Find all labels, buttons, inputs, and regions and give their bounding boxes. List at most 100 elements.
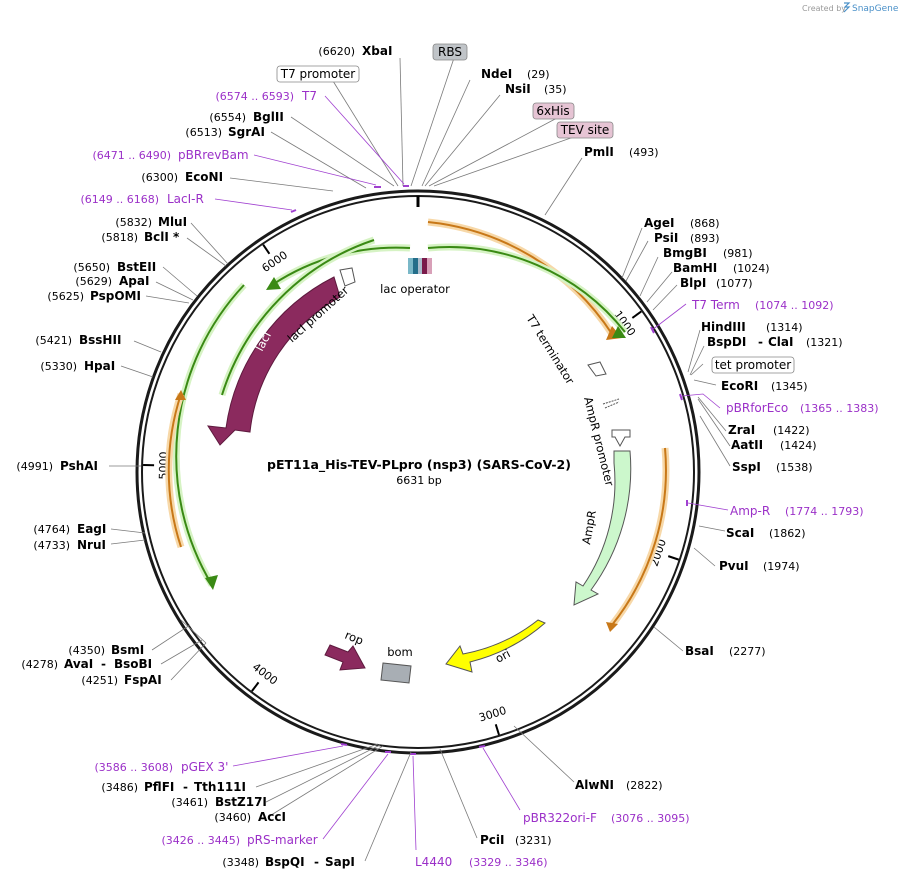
site-blpi-pos: (1077) bbox=[716, 277, 753, 290]
primer-pgex3[interactable]: (3586 .. 3608) pGEX 3' bbox=[94, 760, 228, 774]
site-pcii[interactable]: PciI (3231) bbox=[480, 833, 552, 847]
site-nrui[interactable]: (4733) NruI bbox=[33, 538, 106, 552]
site-sapi-name: SapI bbox=[325, 855, 355, 869]
plasmid-name: pET11a_His-TEV-PLpro (nsp3) (SARS-CoV-2) bbox=[267, 457, 571, 473]
site-bmgbi-pos: (981) bbox=[723, 247, 753, 260]
feature-ampr-promoter-marks bbox=[602, 398, 620, 409]
site-pmli[interactable]: PmlI (493) bbox=[584, 145, 659, 159]
site-eagi[interactable]: (4764) EagI bbox=[33, 522, 106, 536]
site-agei[interactable]: AgeI (868) bbox=[644, 216, 720, 230]
site-zrai-name: ZraI bbox=[728, 423, 755, 437]
box-6xhis[interactable]: 6xHis bbox=[532, 102, 575, 120]
site-sgrai-name: SgrAI bbox=[228, 125, 265, 139]
primer-pbr322ori[interactable]: pBR322ori-F (3076 .. 3095) bbox=[523, 811, 690, 825]
box-tev-site[interactable]: TEV site bbox=[556, 121, 614, 139]
site-bstz17i[interactable]: (3461) BstZ17I bbox=[171, 795, 266, 809]
site-hpai[interactable]: (5330) HpaI bbox=[40, 359, 115, 373]
site-hindiii-name: HindIII bbox=[701, 320, 746, 334]
primer-pgex3-name: pGEX 3' bbox=[181, 760, 228, 774]
feature-laci-promoter-arrow bbox=[339, 267, 356, 287]
primer-t7-pos: (6574 .. 6593) bbox=[215, 90, 294, 103]
site-pvui[interactable]: PvuI (1974) bbox=[719, 559, 800, 573]
site-pmli-pos: (493) bbox=[629, 146, 659, 159]
site-ndei[interactable]: NdeI (29) bbox=[481, 67, 550, 81]
site-nsii[interactable]: NsiI (35) bbox=[505, 82, 567, 96]
feature-t7-terminator-label: T7 terminator bbox=[523, 311, 577, 387]
primer-lacir-pos: (6149 .. 6168) bbox=[80, 193, 159, 206]
primer-pbrforeco[interactable]: pBRforEco (1365 .. 1383) bbox=[726, 401, 879, 415]
primer-pbrrevbam[interactable]: (6471 .. 6490) pBRrevBam bbox=[92, 148, 248, 162]
tick-mark-3000 bbox=[494, 723, 500, 736]
site-fspai[interactable]: (4251) FspAI bbox=[81, 673, 161, 687]
site-alwni-pos: (2822) bbox=[626, 779, 663, 792]
primer-t7term-name: T7 Term bbox=[691, 298, 740, 312]
primer-l4440-pos: (3329 .. 3346) bbox=[469, 856, 548, 869]
primer-t7term[interactable]: T7 Term (1074 .. 1092) bbox=[691, 298, 834, 312]
primer-lacir[interactable]: (6149 .. 6168) LacI-R bbox=[80, 192, 203, 206]
site-hpai-pos: (5330) bbox=[40, 360, 77, 373]
site-ecori[interactable]: EcoRI (1345) bbox=[721, 379, 808, 393]
primer-lacir-name: LacI-R bbox=[167, 192, 204, 206]
site-xbai[interactable]: (6620) XbaI bbox=[318, 44, 392, 58]
orf-his-tev-plpro bbox=[427, 218, 615, 336]
site-econi[interactable]: (6300) EcoNI bbox=[141, 170, 223, 184]
primer-ampr[interactable]: Amp-R (1774 .. 1793) bbox=[730, 504, 864, 518]
site-bglii-name: BglII bbox=[253, 110, 284, 124]
site-pspomi-name: PspOMI bbox=[90, 289, 141, 303]
site-separator: - bbox=[101, 657, 106, 671]
primer-t7[interactable]: (6574 .. 6593) T7 bbox=[215, 89, 317, 103]
site-leaders bbox=[109, 54, 731, 862]
site-mlui[interactable]: (5832) MluI bbox=[115, 215, 187, 229]
site-pflfi-pos: (3486) bbox=[101, 781, 138, 794]
site-bcli[interactable]: (5818) BclI * bbox=[101, 230, 180, 244]
site-bsai[interactable]: BsaI (2277) bbox=[685, 644, 766, 658]
primer-labels: (6574 .. 6593) T7 (6471 .. 6490) pBRrevB… bbox=[80, 89, 878, 869]
feature-laci[interactable]: lacI bbox=[207, 276, 341, 446]
site-bsshii[interactable]: (5421) BssHII bbox=[35, 333, 121, 347]
site-avai-bsobi[interactable]: (4278) AvaI - BsoBI bbox=[21, 657, 152, 671]
site-bamhi[interactable]: BamHI (1024) bbox=[673, 261, 770, 275]
site-sgrai[interactable]: (6513) SgrAI bbox=[185, 125, 264, 139]
box-tet-promoter[interactable]: tet promoter bbox=[711, 356, 795, 374]
site-pvui-pos: (1974) bbox=[763, 560, 800, 573]
site-acci[interactable]: (3460) AccI bbox=[214, 810, 286, 824]
tick-label-6000: 6000 bbox=[259, 248, 289, 275]
site-bspqi-pos: (3348) bbox=[222, 856, 259, 869]
site-bstz17i-pos: (3461) bbox=[171, 796, 208, 809]
site-scai[interactable]: ScaI (1862) bbox=[726, 526, 806, 540]
site-pshai[interactable]: (4991) PshAI bbox=[16, 459, 98, 473]
site-bglii[interactable]: (6554) BglII bbox=[209, 110, 283, 124]
feature-ori[interactable]: ori bbox=[445, 619, 546, 673]
site-bspdi-clai[interactable]: BspDI - ClaI (1321) bbox=[707, 335, 843, 349]
box-t7-promoter[interactable]: T7 promoter bbox=[276, 65, 360, 83]
primer-prsmarker[interactable]: (3426 .. 3445) pRS-marker bbox=[161, 833, 317, 847]
site-apai[interactable]: (5629) ApaI bbox=[75, 274, 149, 288]
feature-ampr-label: AmpR bbox=[579, 509, 599, 545]
primer-leaders bbox=[214, 95, 729, 851]
site-bsmi[interactable]: (4350) BsmI bbox=[68, 643, 144, 657]
site-blpi[interactable]: BlpI (1077) bbox=[680, 276, 753, 290]
primer-pbr322ori-name: pBR322ori-F bbox=[523, 811, 597, 825]
feature-lac-operator[interactable] bbox=[408, 258, 432, 274]
primer-l4440[interactable]: L4440 (3329 .. 3346) bbox=[415, 855, 548, 869]
feature-rop[interactable] bbox=[324, 644, 366, 671]
site-pflfi-tth111i[interactable]: (3486) PflFI - Tth111I bbox=[101, 780, 246, 794]
site-psii[interactable]: PsiI (893) bbox=[654, 231, 720, 245]
primer-pbrforeco-name: pBRforEco bbox=[726, 401, 788, 415]
restriction-sites: (6620) XbaI NdeI (29) NsiI (35) PmlI (49… bbox=[16, 44, 842, 869]
site-alwni[interactable]: AlwNI (2822) bbox=[575, 778, 663, 792]
site-pflfi-name: PflFI bbox=[144, 780, 174, 794]
site-bsteii[interactable]: (5650) BstEII bbox=[73, 260, 156, 274]
site-zrai[interactable]: ZraI (1422) bbox=[728, 423, 810, 437]
feature-bom[interactable] bbox=[380, 662, 412, 684]
site-hindiii[interactable]: HindIII (1314) bbox=[701, 320, 803, 334]
feature-ampr[interactable]: AmpR bbox=[573, 450, 632, 606]
site-bspqi-sapi[interactable]: (3348) BspQI - SapI bbox=[222, 855, 354, 869]
site-bsmi-pos: (4350) bbox=[68, 644, 105, 657]
site-aatii[interactable]: AatII (1424) bbox=[731, 438, 817, 452]
site-sspi[interactable]: SspI (1538) bbox=[732, 460, 813, 474]
box-rbs[interactable]: RBS bbox=[432, 43, 468, 61]
box-t7-promoter-label: T7 promoter bbox=[280, 67, 356, 81]
site-pspomi[interactable]: (5625) PspOMI bbox=[47, 289, 141, 303]
site-bmgbi[interactable]: BmgBI (981) bbox=[663, 246, 753, 260]
